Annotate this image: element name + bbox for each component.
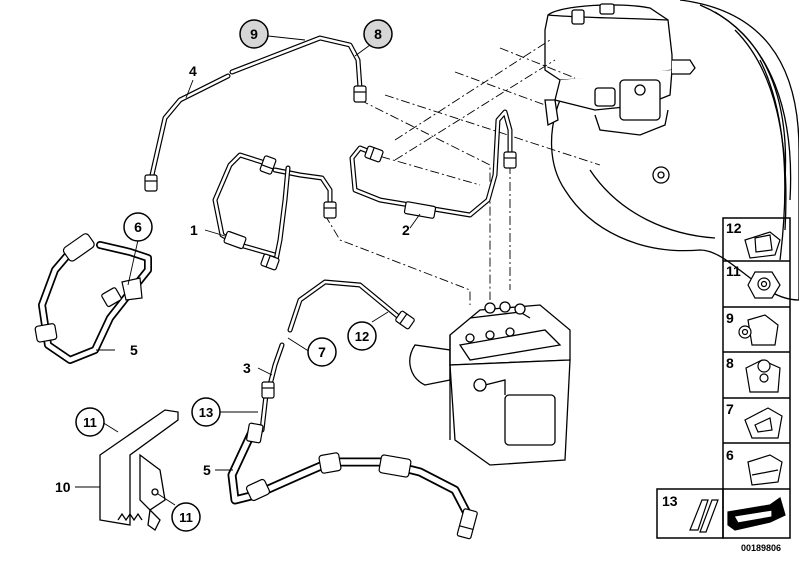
brake-lines: [149, 35, 513, 433]
label-5-left: 5: [130, 342, 138, 358]
master-cylinder-reservoir: [544, 3, 696, 136]
diagram-reference-number: 00189806: [741, 543, 781, 553]
brake-line-4: [149, 73, 231, 178]
legend-8-clip-icon: [745, 359, 781, 393]
callout-13: 13: [191, 397, 221, 427]
hose-sleeve-b: [318, 452, 342, 474]
callout-8-text: 8: [374, 26, 382, 42]
fitting-1b: [323, 201, 337, 219]
label-2: 2: [402, 222, 410, 238]
hose-left-fitting: [101, 287, 122, 308]
brake-hose-5-left: [38, 241, 152, 364]
fitting-1d: [223, 230, 247, 250]
bracket-10: [99, 409, 179, 531]
fitting-3: [261, 381, 275, 399]
callout-9: 9: [239, 19, 269, 49]
legend-13-clip-icon: [689, 499, 719, 533]
label-4: 4: [189, 63, 197, 79]
callout-6: 6: [123, 212, 153, 242]
legend-6-clip-icon: [747, 454, 783, 486]
label-10: 10: [55, 479, 71, 495]
callout-12: 12: [347, 321, 377, 351]
legend-label-12: 12: [726, 220, 742, 236]
legend-label-6: 6: [726, 447, 734, 463]
fittings: [34, 85, 517, 540]
abs-hydraulic-unit: [409, 301, 571, 466]
callout-7-text: 7: [318, 344, 326, 360]
callout-11-lower-text: 11: [179, 510, 193, 525]
fitting-12: [395, 310, 415, 330]
leader-lines: [75, 35, 421, 506]
legend-arrow-icon: [727, 497, 786, 531]
fitting-2b: [503, 151, 517, 169]
label-1: 1: [190, 222, 198, 238]
callout-11-upper-text: 11: [83, 415, 97, 430]
alignment-lines: [324, 39, 601, 305]
callout-6-text: 6: [134, 219, 142, 235]
legend-label-8: 8: [726, 355, 734, 371]
hose-sleeve-c: [378, 454, 412, 478]
callout-9-text: 9: [250, 26, 258, 42]
callout-11-lower: 11: [171, 502, 201, 532]
legend-12-clip-icon: [744, 231, 781, 259]
legend-label-7: 7: [726, 401, 734, 417]
legend-panel: 12 11 9 8 7 6 13: [656, 217, 791, 539]
brake-hoses: [38, 241, 473, 520]
fitting-2c: [403, 201, 437, 219]
callout-12-text: 12: [355, 329, 369, 344]
label-3: 3: [243, 360, 251, 376]
brake-line-2: [349, 109, 513, 218]
fitting-13: [246, 422, 264, 444]
label-5-bottom: 5: [203, 462, 211, 478]
brake-line-3: [267, 342, 285, 388]
callout-8: 8: [363, 19, 393, 49]
brake-line-13: [259, 392, 269, 433]
brake-hose-5-bottom: [227, 427, 473, 520]
hose-sleeve-a: [245, 478, 271, 502]
callout-13-text: 13: [199, 405, 213, 420]
fitting-top-8: [353, 85, 367, 103]
brake-line-12: [287, 279, 403, 333]
legend-label-9: 9: [726, 310, 734, 326]
legend-label-13: 13: [662, 493, 678, 509]
legend-7-clip-icon: [744, 407, 783, 439]
fitting-2a: [364, 145, 384, 163]
hose-left-bracket: [121, 277, 143, 301]
fitting-1c: [260, 253, 280, 271]
callout-7: 7: [307, 337, 337, 367]
callout-11-upper: 11: [75, 407, 105, 437]
hose-end-fitting-bottom: [456, 508, 478, 540]
fitting-4: [144, 174, 158, 192]
hose-left-connector: [62, 233, 95, 262]
legend-11-nut-icon: [747, 271, 781, 299]
legend-9-clip-icon: [738, 314, 779, 346]
hose-left-sleeve-a: [34, 323, 58, 343]
brake-line-9: [229, 35, 363, 91]
fitting-1a: [259, 155, 277, 175]
legend-label-11: 11: [726, 263, 741, 279]
